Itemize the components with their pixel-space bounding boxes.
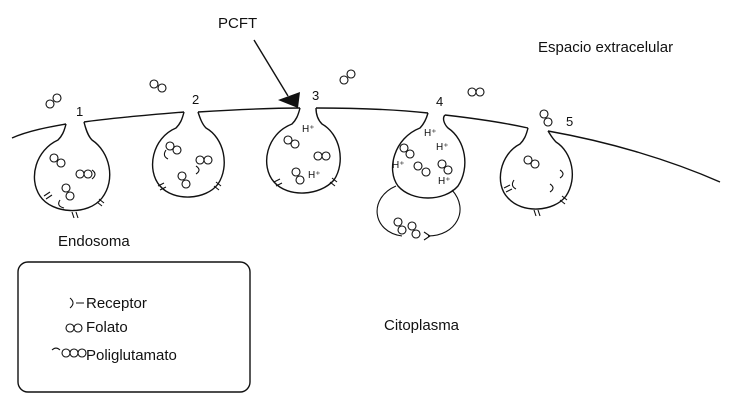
step-number: 4 xyxy=(436,94,443,109)
legend: Receptor Folato Poliglutamato xyxy=(18,262,250,392)
step-number: 3 xyxy=(312,88,319,103)
pcft-label: PCFT xyxy=(218,15,257,32)
legend-folate-label: Folato xyxy=(86,319,128,336)
proton-label: H⁺ xyxy=(392,160,405,171)
folate-icon xyxy=(50,154,92,200)
endosome-2 xyxy=(153,112,225,197)
endosome-5 xyxy=(500,128,572,216)
proton-label: H⁺ xyxy=(302,124,315,135)
proton-label: H⁺ xyxy=(308,170,321,181)
endosome-1 xyxy=(34,122,109,218)
pcft-transporter xyxy=(254,40,300,108)
endosome-4: H⁺ H⁺ H⁺ H⁺ xyxy=(377,113,465,240)
endosome-3: H⁺ H⁺ xyxy=(267,108,341,193)
proton-label: H⁺ xyxy=(436,142,449,153)
step-number: 5 xyxy=(566,114,573,129)
cytoplasm-label: Citoplasma xyxy=(384,317,460,334)
plasma-membrane xyxy=(12,108,720,182)
extracellular-space-label: Espacio extracelular xyxy=(538,39,673,56)
proton-label: H⁺ xyxy=(438,176,451,187)
step-number: 1 xyxy=(76,104,83,119)
proton-label: H⁺ xyxy=(424,128,437,139)
step-number: 2 xyxy=(192,92,199,107)
legend-receptor-label: Receptor xyxy=(86,295,147,312)
endosome-label: Endosoma xyxy=(58,233,130,250)
legend-polyglutamate-label: Poliglutamato xyxy=(86,347,177,364)
